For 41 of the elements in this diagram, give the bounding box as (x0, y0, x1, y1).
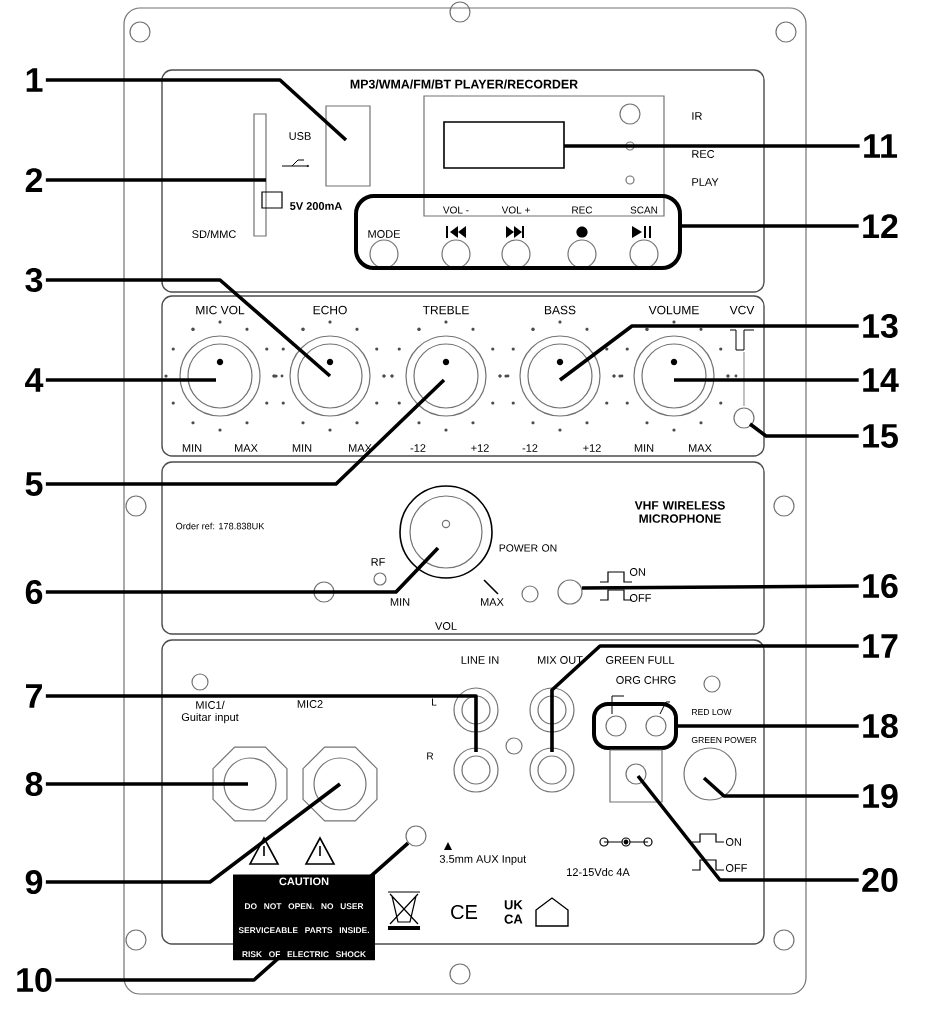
leader-line (45, 378, 446, 486)
leader-line (564, 144, 860, 148)
callout-number: 6 (25, 579, 43, 605)
callout-number: 2 (25, 168, 43, 192)
leader-line (676, 724, 859, 728)
leader-line (45, 78, 348, 142)
leader-line (45, 782, 342, 884)
callout-number: 7 (26, 684, 42, 708)
callout-number: 12 (863, 214, 898, 238)
leader-line (45, 378, 216, 382)
panel-label: CE (451, 904, 478, 920)
leader-line (680, 224, 859, 228)
callout-number: 11 (864, 134, 898, 158)
callout-number: 14 (863, 368, 899, 392)
leader-line (45, 278, 332, 378)
jack-socket (405, 825, 427, 847)
leader-line (45, 782, 248, 786)
callout-number: 20 (862, 867, 898, 893)
leader-line (674, 378, 859, 382)
callout-number: 17 (863, 634, 898, 658)
callout-number: 16 (863, 573, 898, 599)
leader-line (45, 178, 266, 182)
leader-line (702, 776, 859, 798)
leader-line (636, 774, 859, 882)
leader-line (582, 584, 859, 590)
callout-number: 19 (863, 783, 898, 809)
callout-number: 8 (25, 771, 43, 797)
leader-line (748, 422, 859, 438)
callout-number: 5 (25, 472, 43, 496)
callout-number: 4 (25, 368, 44, 392)
callout-number: 9 (25, 869, 43, 895)
leader-line (550, 644, 859, 752)
leader-line (45, 546, 440, 594)
callout-number: 18 (863, 713, 898, 739)
leader-line (558, 324, 859, 382)
callout-number: 15 (863, 424, 898, 448)
callout-number: 10 (17, 967, 52, 993)
callout-number: 1 (26, 68, 43, 92)
callout-number: 3 (25, 267, 43, 293)
leader-line (45, 694, 478, 752)
callout-number: 13 (863, 313, 898, 339)
